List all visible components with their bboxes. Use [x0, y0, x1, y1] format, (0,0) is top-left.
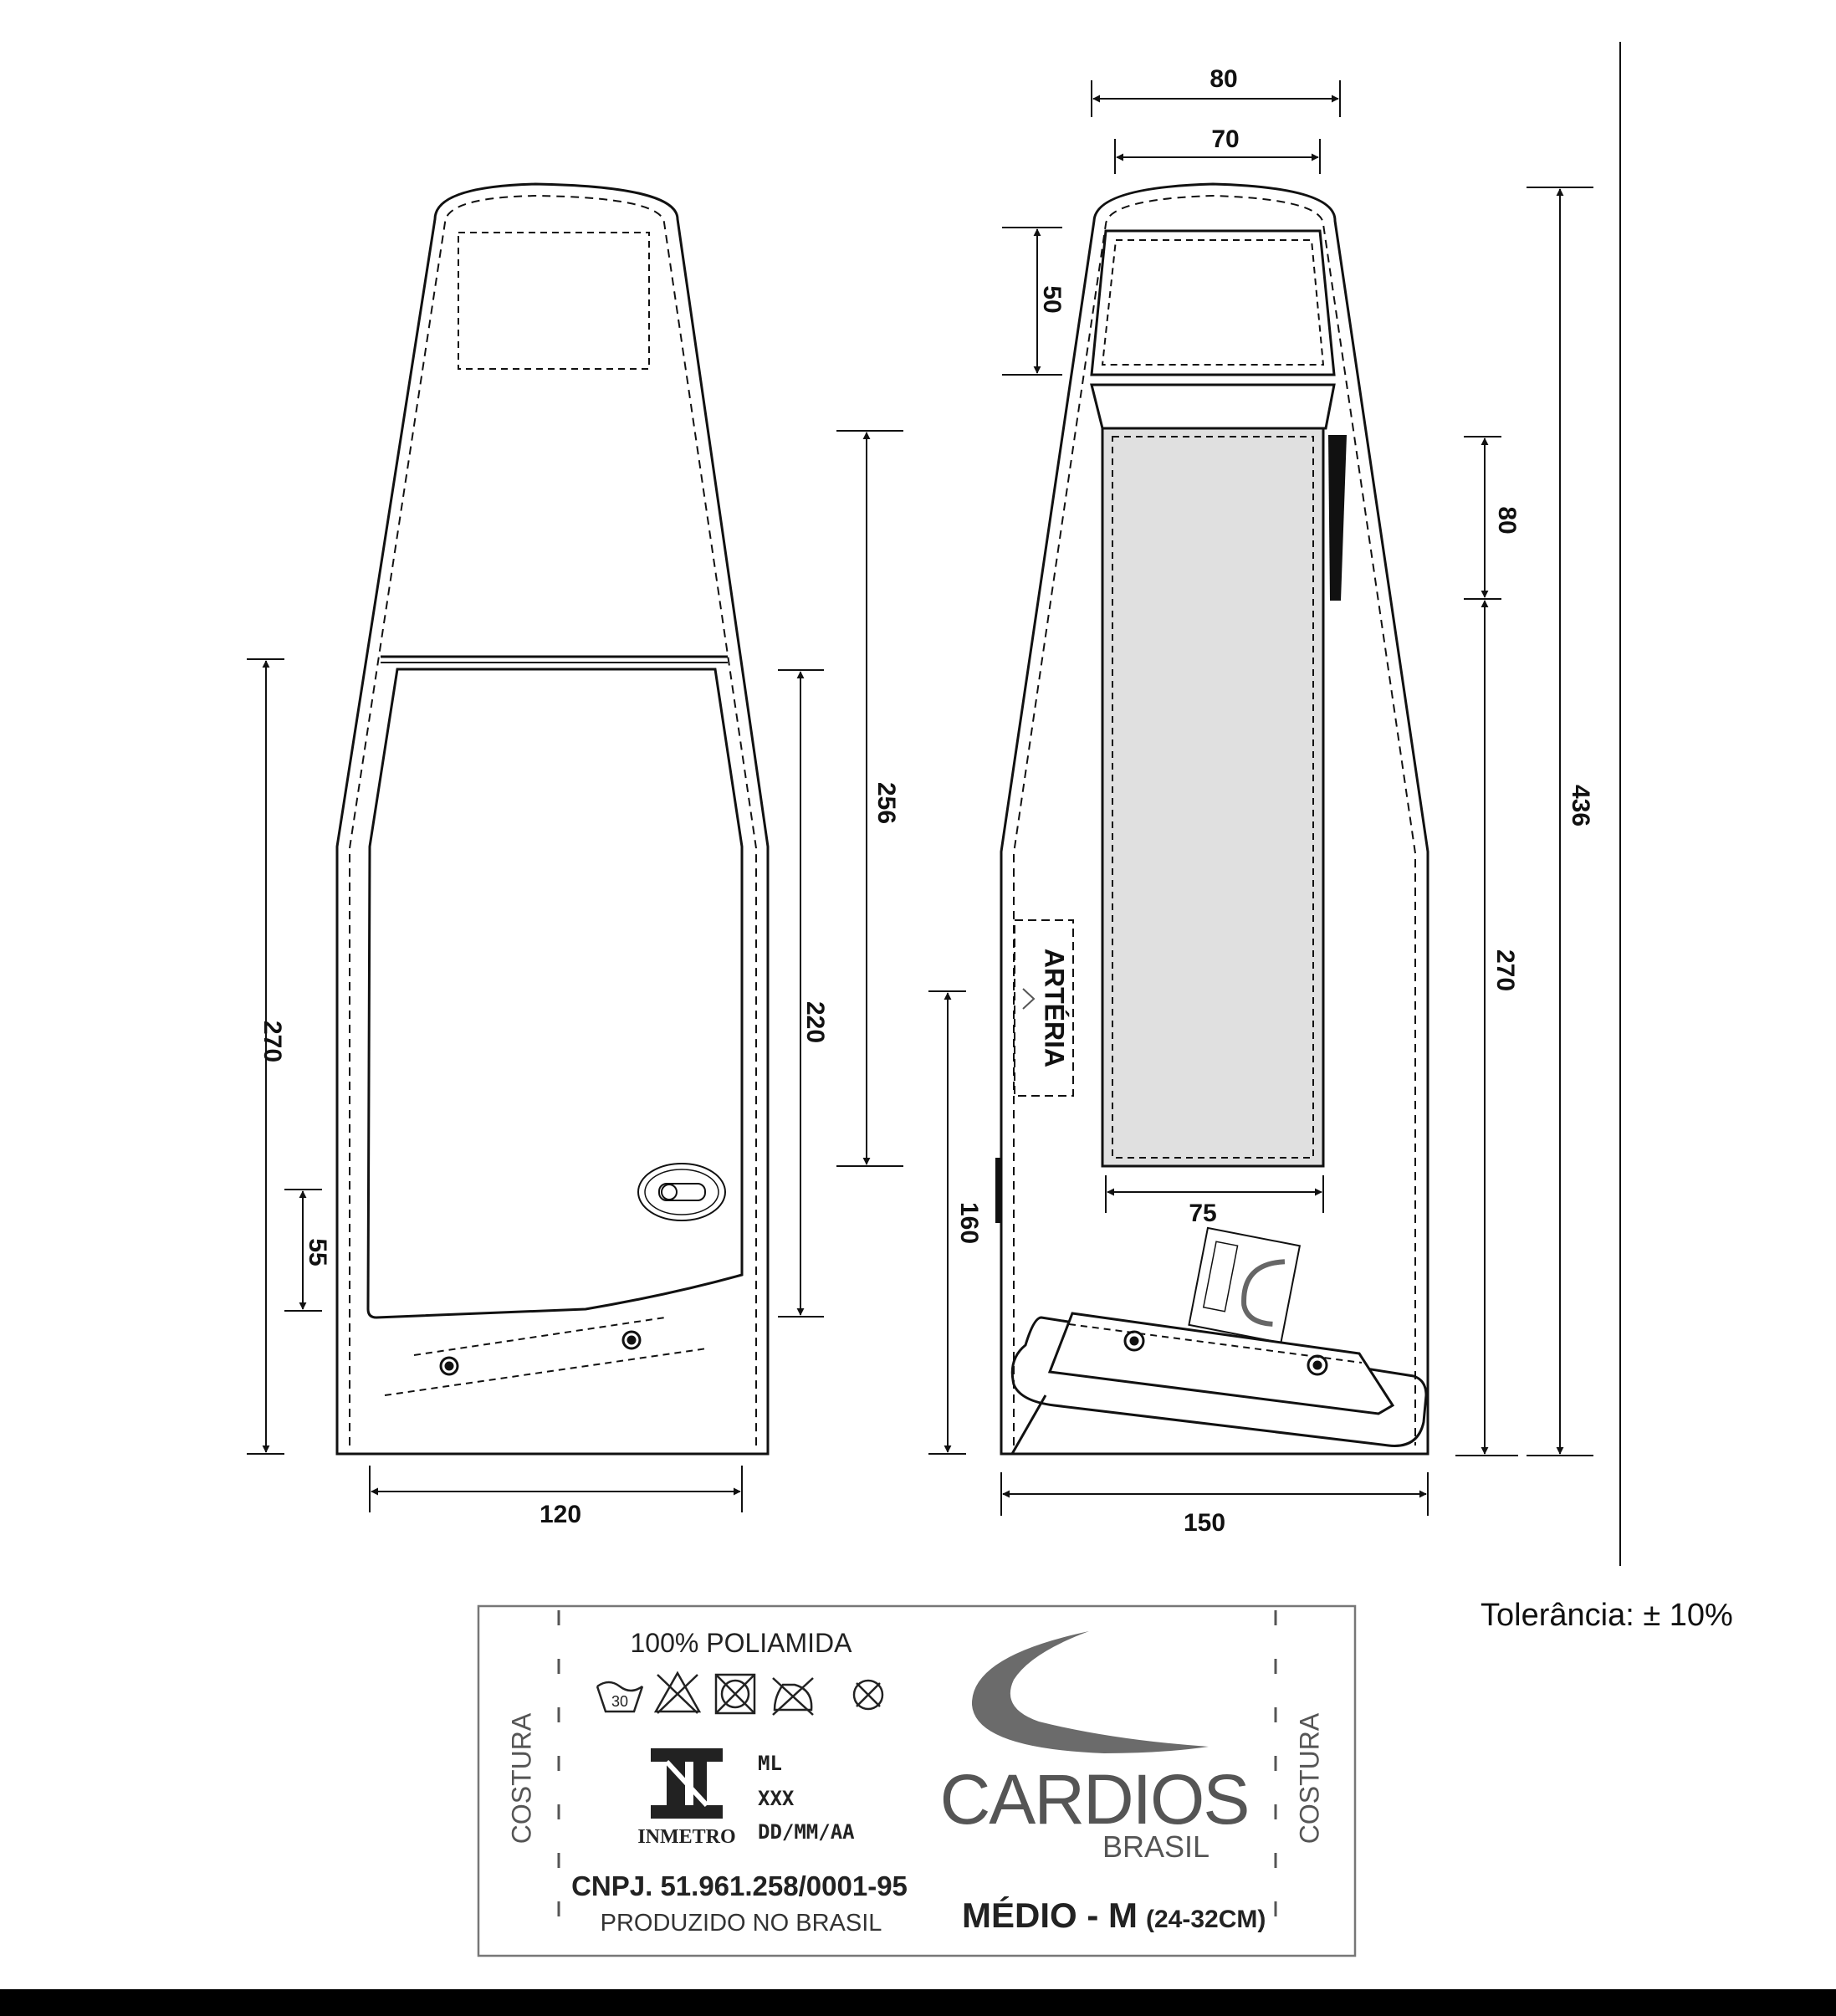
dim-back-tube-height-label: 160	[955, 1202, 983, 1244]
inmetro-logo: INMETRO	[637, 1748, 736, 1848]
front-strap-stitch-2	[384, 1348, 708, 1396]
no-tumble-dry-icon	[714, 1673, 756, 1715]
front-view	[335, 182, 770, 1456]
back-black-clip	[1328, 435, 1347, 601]
dim-front-button-offset-label: 55	[304, 1238, 331, 1266]
dim-front-upper-height-label: 256	[872, 782, 900, 824]
seam-right-label: COSTURA	[1294, 1712, 1324, 1844]
back-outline	[1000, 182, 1429, 1456]
dim-back-lower-height-label: 270	[1491, 949, 1519, 991]
front-strap-stitch-1	[413, 1317, 666, 1356]
cnpj-text: CNPJ. 51.961.258/0001-95	[571, 1870, 908, 1901]
svg-text:30: 30	[611, 1693, 628, 1710]
seam-left-label: COSTURA	[506, 1712, 536, 1844]
brand-sub-text: BRASIL	[1102, 1829, 1210, 1864]
material-text: 100% POLIAMIDA	[631, 1628, 853, 1658]
tolerance-note: Tolerância: ± 10%	[1481, 1598, 1733, 1633]
svg-text:INMETRO: INMETRO	[637, 1826, 735, 1848]
dim-back-top-outer-label: 80	[1210, 65, 1237, 93]
product-label: COSTURA COSTURA 100% POLIAMIDA 30	[477, 1604, 1357, 1957]
code-xxx: XXX	[758, 1787, 795, 1810]
front-window	[458, 232, 650, 370]
dim-back-clip-height-label: 80	[1493, 506, 1521, 534]
artery-marker-label: ARTÉRIA	[1040, 949, 1070, 1067]
dim-back-strip-width-label: 75	[1189, 1200, 1216, 1227]
back-clip-bar	[1090, 383, 1336, 430]
front-toggle-button	[637, 1163, 726, 1221]
origin-text: PRODUZIDO NO BRASIL	[601, 1910, 882, 1937]
back-grey-strip	[1101, 427, 1325, 1168]
back-window	[1090, 229, 1336, 376]
back-tube-mark	[995, 1158, 1002, 1223]
front-outline	[335, 182, 770, 1456]
dim-back-window-height-label: 50	[1038, 285, 1066, 313]
dim-front-width-label: 120	[540, 1501, 581, 1528]
dim-front-left-height-label: 270	[258, 1021, 286, 1062]
wash-30-icon: 30	[596, 1681, 644, 1713]
size-text: MÉDIO - M(24-32CM)	[962, 1896, 1266, 1935]
dim-back-width-label: 150	[1184, 1509, 1225, 1537]
dim-back-top-inner-label: 70	[1211, 125, 1239, 153]
front-rivet-1	[439, 1356, 459, 1376]
cardios-swoosh-icon	[971, 1631, 1209, 1753]
front-pocket	[366, 668, 744, 1319]
back-view	[995, 182, 1429, 1456]
brand-text: CARDIOS	[940, 1760, 1249, 1839]
no-iron-icon	[772, 1677, 814, 1716]
artery-arrow-icon	[1022, 988, 1036, 1010]
back-stitching	[1013, 194, 1416, 1445]
dim-front-pocket-height-label: 220	[801, 1001, 829, 1043]
bottom-border	[0, 1989, 1836, 2016]
code-ml: ML	[758, 1752, 782, 1775]
back-buckle	[1010, 1312, 1428, 1455]
no-bleach-icon	[653, 1671, 702, 1714]
back-tag	[1188, 1226, 1302, 1344]
code-date: DD/MM/AA	[758, 1820, 855, 1844]
artery-marker-box	[1014, 919, 1074, 1097]
front-stitching	[349, 194, 757, 1445]
no-dry-clean-icon	[852, 1679, 884, 1711]
label-border	[477, 1604, 1357, 1957]
dim-back-total-height-label: 436	[1567, 785, 1594, 826]
cardios-logo: CARDIOS BRASIL	[940, 1631, 1250, 1864]
front-rivet-2	[621, 1330, 642, 1350]
